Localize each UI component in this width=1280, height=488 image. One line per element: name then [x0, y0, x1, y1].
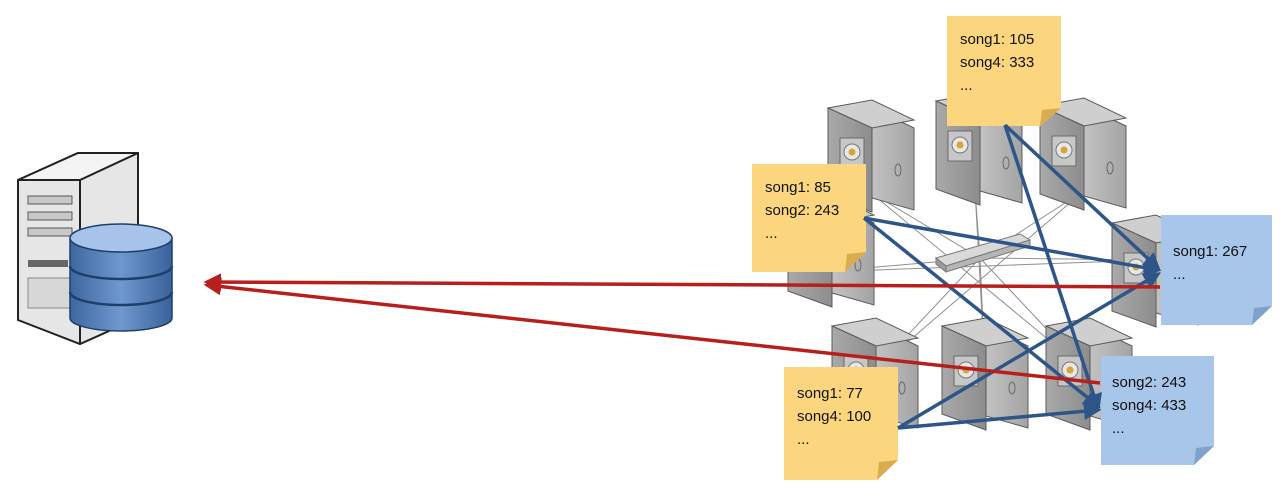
note-right-upper-line-1: song1: 267	[1173, 243, 1247, 260]
note-left-line-3: ...	[765, 225, 778, 242]
arrow-top-to-upper	[1003, 123, 1161, 271]
arrow-top-to-lower	[1003, 124, 1102, 412]
note-bottom: song1: 77 song4: 100 ...	[784, 367, 898, 480]
server-tower-icon	[940, 317, 1030, 431]
note-bottom-line-1: song1: 77	[797, 385, 863, 402]
arrow-lower-to-database	[203, 277, 1101, 385]
arrow-bottom-to-lower	[897, 402, 1102, 430]
note-right-lower: song2: 243 song4: 433 ...	[1101, 356, 1214, 465]
database-icon	[68, 223, 174, 332]
note-right-upper-line-2: ...	[1173, 266, 1186, 283]
server-tower-icon	[1038, 97, 1128, 211]
note-right-lower-line-3: ...	[1112, 420, 1125, 437]
note-right-lower-line-2: song4: 433	[1112, 397, 1186, 414]
note-left-line-2: song2: 243	[765, 202, 839, 219]
note-bottom-line-3: ...	[797, 431, 810, 448]
note-bottom-line-2: song4: 100	[797, 408, 871, 425]
note-right-upper: song1: 267 ...	[1161, 215, 1272, 325]
server-database-icon	[17, 152, 174, 346]
note-left-line-1: song1: 85	[765, 179, 831, 196]
note-top-line-1: song1: 105	[960, 31, 1034, 48]
arrow-left-to-lower	[862, 216, 1101, 409]
note-top-line-3: ...	[960, 77, 973, 94]
note-left: song1: 85 song2: 243 ...	[752, 164, 866, 272]
note-right-lower-line-1: song2: 243	[1112, 374, 1186, 391]
note-top-line-2: song4: 333	[960, 54, 1034, 71]
note-top: song1: 105 song4: 333 ...	[947, 16, 1061, 126]
arrow-left-to-upper	[863, 216, 1162, 277]
arrow-bottom-to-upper	[897, 272, 1162, 430]
shuffle-arrows	[862, 123, 1162, 430]
result-arrows	[203, 273, 1161, 385]
arrow-upper-to-database	[203, 273, 1161, 291]
